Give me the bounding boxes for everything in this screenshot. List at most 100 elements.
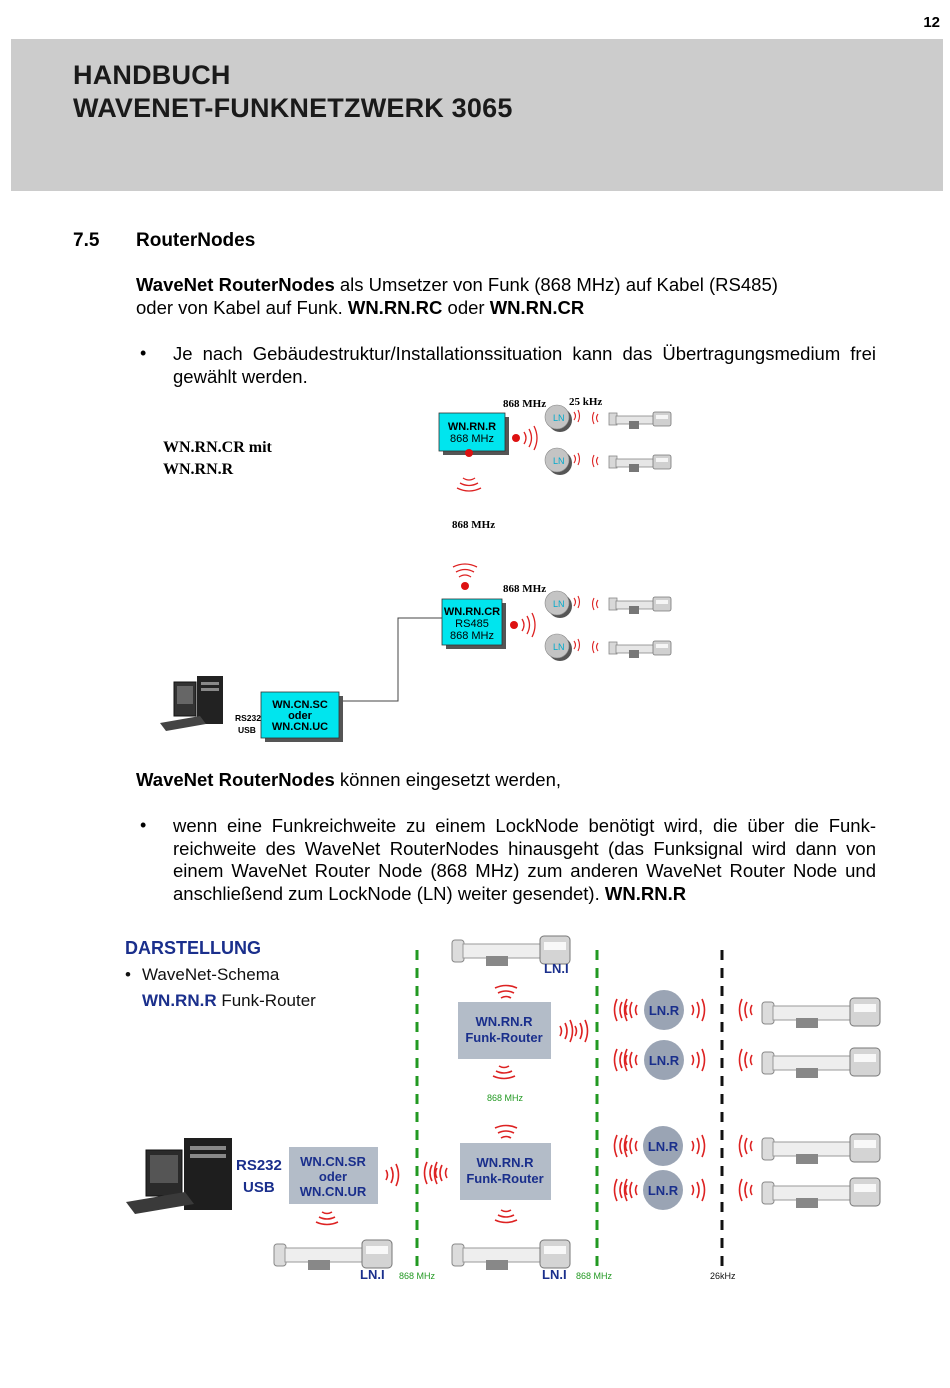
freq-868-label: 868 MHz bbox=[487, 1093, 524, 1103]
intro-line1: WaveNet RouterNodes als Umsetzer von Fun… bbox=[136, 273, 778, 296]
lnr-label: LN.R bbox=[648, 1183, 679, 1198]
intro-bold-cr: WN.RN.CR bbox=[489, 297, 585, 318]
signal-wave-icon bbox=[494, 1124, 518, 1139]
diagram1-caption-line1: WN.RN.CR mit bbox=[163, 439, 273, 456]
antenna-dot bbox=[461, 582, 469, 590]
signal-wave-icon bbox=[573, 638, 581, 652]
signal-wave-icon bbox=[452, 563, 478, 578]
signal-wave-icon bbox=[623, 998, 638, 1022]
lnr-node: LN.R bbox=[623, 1040, 706, 1080]
freq-868-label: 868 MHz bbox=[399, 1271, 436, 1281]
lnr-node: LN.R bbox=[623, 1126, 706, 1166]
bullet-dot: • bbox=[140, 343, 147, 363]
section-title: RouterNodes bbox=[136, 230, 256, 251]
computer-icon bbox=[160, 676, 223, 731]
lock-cylinder-icon bbox=[761, 1047, 881, 1079]
central-node-sr-box bbox=[289, 1147, 378, 1204]
signal-wave-icon bbox=[456, 477, 482, 492]
signal-wave-icon bbox=[494, 984, 518, 999]
antenna-dot bbox=[465, 449, 473, 457]
router-top-label1: WN.RN.R bbox=[448, 421, 496, 433]
usage-line: WaveNet RouterNodes können eingesetzt we… bbox=[136, 768, 561, 791]
lock-cylinder-icon bbox=[451, 1239, 571, 1271]
signal-wave-icon bbox=[591, 411, 599, 425]
intro-line2: oder von Kabel auf Funk. WN.RN.RC oder W… bbox=[136, 296, 584, 319]
lni-label: LN.I bbox=[360, 1267, 385, 1282]
bullet2-bold: WN.RN.R bbox=[604, 882, 687, 904]
lock-cylinder-icon bbox=[273, 1239, 393, 1271]
lock-cylinder-icon bbox=[608, 596, 672, 615]
bullet-text-medium: Je nach Gebäudestruktur/Installationssit… bbox=[173, 343, 876, 387]
lnr-label: LN.R bbox=[649, 1003, 680, 1018]
page-number: 12 bbox=[923, 14, 940, 31]
freq-26khz-label: 26kHz bbox=[710, 1271, 736, 1281]
signal-wave-icon bbox=[492, 1065, 516, 1080]
freq-868-cr: 868 MHz bbox=[503, 583, 546, 595]
computer-icon bbox=[126, 1138, 232, 1214]
intro-bold-routernodes: WaveNet RouterNodes bbox=[136, 274, 335, 295]
router-wn-rn-r-box bbox=[438, 412, 506, 452]
router-label2: Funk-Router bbox=[466, 1171, 543, 1186]
cn-label2: oder bbox=[288, 710, 313, 722]
freq-868-top: 868 MHz bbox=[503, 398, 546, 410]
signal-wave-icon bbox=[591, 597, 599, 611]
lock-cylinder-icon bbox=[761, 997, 881, 1029]
freq-868-label: 868 MHz bbox=[576, 1271, 613, 1281]
signal-wave-icon bbox=[738, 1048, 753, 1072]
cn-label1: WN.CN.SC bbox=[272, 699, 328, 711]
schema-subtitle-bold: WN.RN.R bbox=[142, 991, 217, 1010]
router-label1: WN.RN.R bbox=[476, 1155, 534, 1170]
schema-bullet: WaveNet-Schema bbox=[142, 965, 280, 984]
signal-wave-icon bbox=[559, 1019, 574, 1043]
lock-cylinder-icon bbox=[608, 454, 672, 473]
usage-text: können eingesetzt werden, bbox=[334, 769, 562, 790]
signal-wave-icon bbox=[738, 1134, 753, 1158]
lni-label: LN.I bbox=[542, 1267, 567, 1282]
lock-cylinder-icon bbox=[761, 1177, 881, 1209]
ln-label: LN bbox=[553, 599, 565, 609]
schema-subtitle-rest: Funk-Router bbox=[217, 991, 317, 1010]
signal-wave-icon bbox=[623, 1048, 638, 1072]
signal-wave-icon bbox=[691, 1134, 706, 1158]
intro-text1: als Umsetzer von Funk (868 MHz) auf Kabe… bbox=[334, 274, 778, 295]
pc-label-usb: USB bbox=[238, 725, 256, 735]
freq-25khz: 25 kHz bbox=[569, 396, 602, 408]
central-node-sc-box bbox=[260, 691, 340, 739]
section-number: 7.5 bbox=[73, 230, 100, 251]
cn-label2: oder bbox=[319, 1169, 347, 1184]
signal-wave-icon bbox=[691, 1048, 706, 1072]
signal-wave-icon bbox=[691, 1178, 706, 1202]
signal-wave-icon bbox=[494, 1209, 518, 1224]
router-wn-rn-cr-box bbox=[441, 598, 503, 646]
signal-wave-icon bbox=[315, 1211, 339, 1226]
header-title-line2: WAVENET-FUNKNETZWERK 3065 bbox=[73, 93, 513, 123]
signal-wave-icon bbox=[574, 1019, 589, 1043]
freq-868-middle: 868 MHz bbox=[452, 519, 495, 531]
pc-label-rs232: RS232 bbox=[236, 1157, 282, 1174]
funk-router-box bbox=[460, 1143, 551, 1200]
lnr-node: LN.R bbox=[623, 1170, 706, 1210]
bullet-dot: • bbox=[140, 815, 147, 835]
schema-title: DARSTELLUNG bbox=[125, 938, 261, 958]
router-cr-label1: WN.RN.CR bbox=[444, 606, 500, 618]
funk-router-box bbox=[458, 1002, 551, 1059]
lnr-circle bbox=[644, 1040, 684, 1080]
signal-wave-icon bbox=[385, 1163, 400, 1187]
signal-wave-icon bbox=[523, 425, 538, 451]
signal-wave-icon bbox=[433, 1161, 448, 1185]
signal-wave-icon bbox=[573, 452, 581, 466]
usage-bold: WaveNet RouterNodes bbox=[136, 769, 335, 790]
diagram-routernodes-cr: WN.RN.CR mit WN.RN.R WN.RN.R 868 MHz 868… bbox=[160, 396, 672, 742]
lock-cylinder-icon bbox=[608, 411, 672, 430]
pc-label-usb: USB bbox=[243, 1179, 275, 1196]
bullet2-text: wenn eine Funkreichweite zu einem LockNo… bbox=[173, 815, 876, 904]
signal-wave-icon bbox=[623, 1134, 638, 1158]
antenna-dot bbox=[510, 621, 518, 629]
bullet-text-range: wenn eine Funkreichweite zu einem LockNo… bbox=[173, 815, 876, 905]
signal-wave-icon bbox=[591, 454, 599, 468]
antenna-dot bbox=[512, 434, 520, 442]
schema-subtitle: WN.RN.R Funk-Router bbox=[142, 991, 316, 1010]
header-title-line1: HANDBUCH bbox=[73, 60, 231, 90]
lnr-label: LN.R bbox=[649, 1053, 680, 1068]
lnr-node: LN.R bbox=[623, 990, 706, 1030]
